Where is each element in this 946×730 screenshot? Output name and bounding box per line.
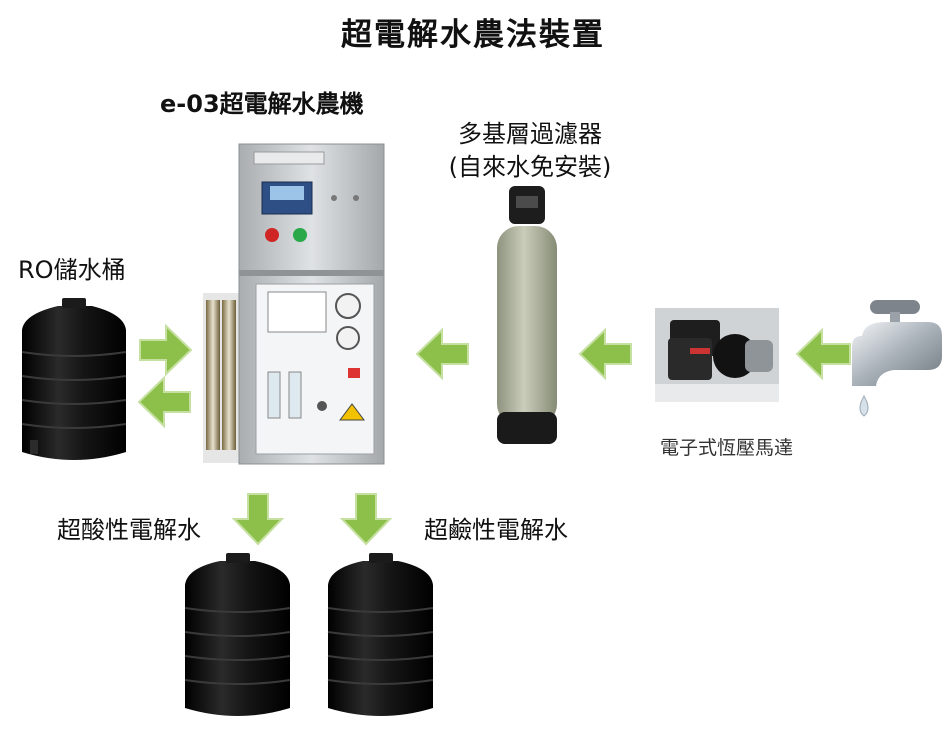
ro-tank-photo [21, 298, 127, 460]
filter-tank-photo [497, 186, 557, 444]
acid-water-label: 超酸性電解水 [57, 516, 201, 544]
arrow-tank-to-machine [139, 323, 193, 377]
pump-label: 電子式恆壓馬達 [660, 437, 794, 459]
arrow-pump-to-filter [578, 327, 632, 381]
alkaline-water-label: 超鹼性電解水 [424, 516, 568, 544]
arrow-machine-to-acid-tank [231, 493, 285, 546]
filter-label: 多基層過濾器 (自來水免安裝) [420, 118, 640, 184]
arrow-filter-to-machine [415, 327, 469, 381]
machine-photo [203, 143, 385, 465]
arrow-faucet-to-pump [795, 327, 851, 381]
machine-label: e-03超電解水農機 [160, 90, 364, 118]
filter-label-line1: 多基層過濾器 [458, 120, 602, 148]
filter-label-line2: (自來水免安裝) [448, 153, 612, 181]
pump-photo [655, 308, 779, 402]
ro-tank-label: RO儲水桶 [18, 256, 126, 284]
arrow-machine-to-alkaline-tank [339, 493, 393, 546]
arrow-machine-to-tank [137, 375, 191, 429]
page-title: 超電解水農法裝置 [341, 17, 605, 53]
acid-tank-photo [184, 553, 291, 716]
alkaline-tank-photo [327, 553, 434, 716]
water-faucet-icon [852, 300, 942, 417]
